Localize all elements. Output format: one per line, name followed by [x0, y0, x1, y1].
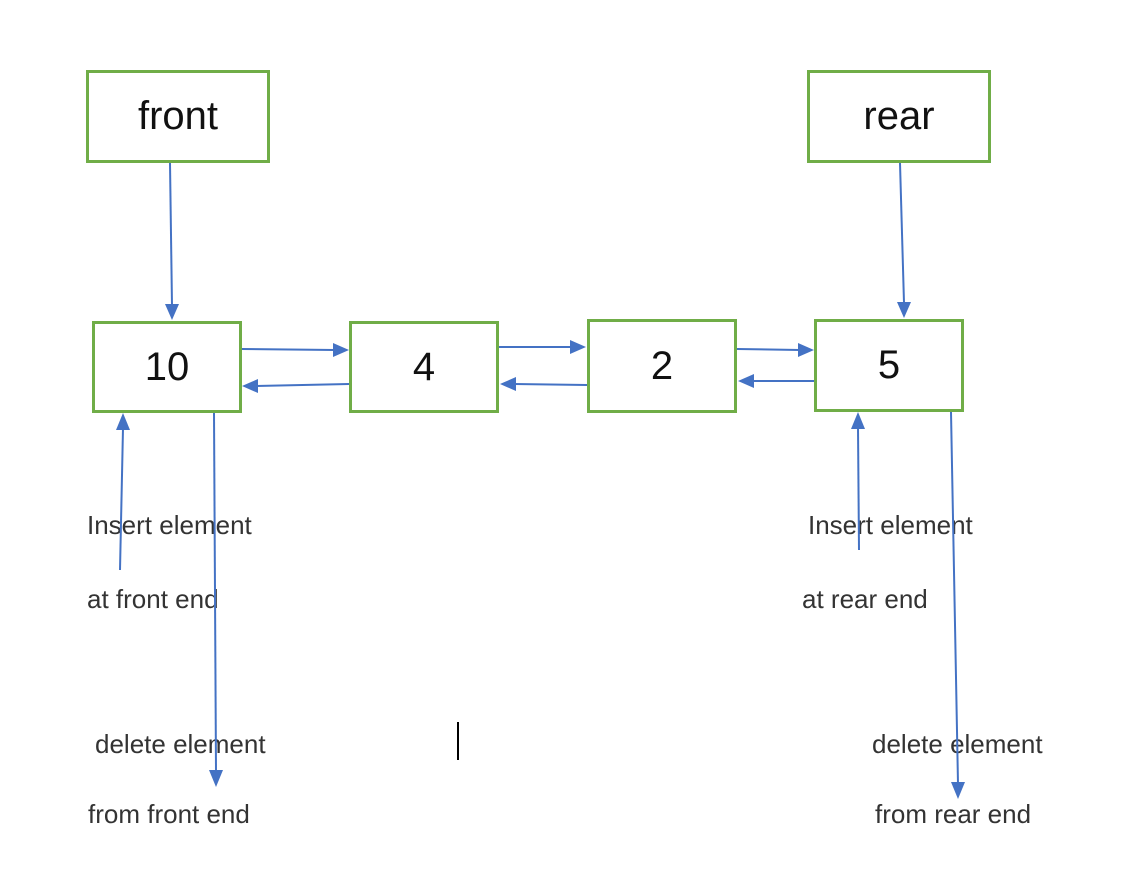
- node-value: 10: [144, 344, 190, 389]
- next-link-arrow: [241, 348, 336, 351]
- insert-rear-label-line1: Insert element: [808, 510, 973, 540]
- delete-front-label-line1: delete element: [95, 729, 266, 759]
- insert-front-label-line1: Insert element: [87, 510, 252, 540]
- insert-rear-arrow: [857, 426, 860, 551]
- node-box: 2: [587, 319, 737, 413]
- delete-front-label-line2: from front end: [88, 799, 250, 829]
- front-pointer-arrow: [169, 162, 173, 307]
- insert-rear-label-line2: at rear end: [802, 584, 928, 614]
- arrow-head: [897, 302, 911, 318]
- delete-rear-arrow: [950, 411, 959, 785]
- rear-pointer-arrow: [899, 162, 905, 304]
- prev-link-arrow: [513, 383, 588, 386]
- node-value: 2: [650, 343, 674, 388]
- arrow-head: [209, 770, 223, 787]
- arrow-head: [116, 413, 130, 430]
- arrow-head: [738, 374, 754, 388]
- next-link-arrow: [736, 348, 801, 351]
- rear-pointer-label: rear: [863, 94, 935, 138]
- front-pointer-box: front: [86, 70, 270, 163]
- node-box: 4: [349, 321, 499, 413]
- arrow-head: [798, 343, 814, 357]
- arrow-head: [242, 379, 258, 393]
- arrow-head: [333, 343, 349, 357]
- node-box: 10: [92, 321, 242, 413]
- arrow-head: [500, 377, 516, 391]
- front-pointer-label: front: [137, 94, 219, 138]
- node-value: 4: [412, 344, 436, 389]
- prev-link-arrow: [255, 383, 350, 387]
- rear-pointer-box: rear: [807, 70, 991, 163]
- delete-front-arrow: [213, 412, 217, 773]
- node-box: 5: [814, 319, 964, 412]
- arrow-head: [851, 412, 865, 429]
- arrow-head: [570, 340, 586, 354]
- insert-front-label-line2: at front end: [87, 584, 219, 614]
- insert-front-arrow: [119, 427, 124, 571]
- arrow-head: [951, 782, 965, 799]
- delete-rear-label-line2: from rear end: [875, 799, 1032, 829]
- arrow-head: [165, 304, 179, 320]
- node-value: 5: [877, 343, 901, 387]
